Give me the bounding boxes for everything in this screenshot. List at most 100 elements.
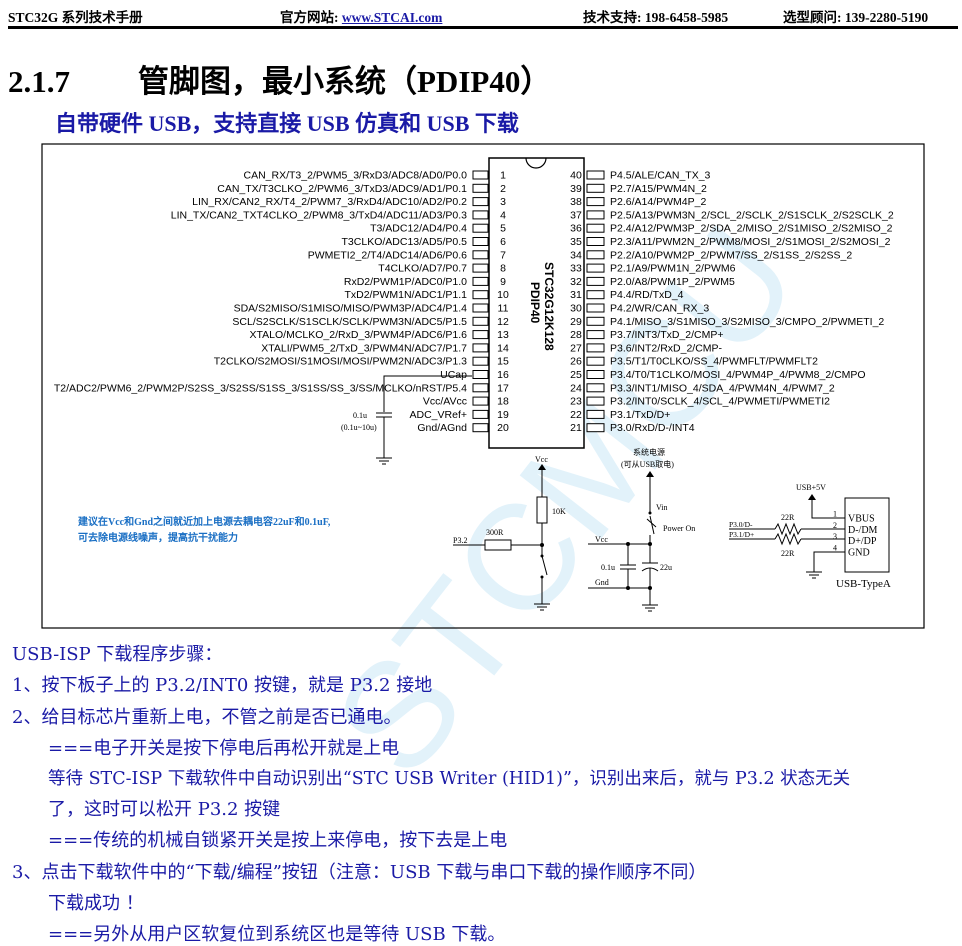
r22a-label: 22R [781, 513, 795, 522]
diagram-frame [41, 143, 925, 629]
pin-4: LIN_TX/CAN2_TXT4CLKO_2/PWM8_3/TxD4/ADC11… [171, 209, 506, 221]
usb-pin-number: 4 [833, 543, 837, 552]
pin-number: 5 [500, 223, 506, 235]
pin-label: P2.5/A13/PWM3N_2/SCL_2/SCLK_2/S1SCLK_2/S… [610, 209, 894, 221]
step-2-note-4: ===传统的机械自锁紧开关是按上来停电，按下去是上电 [48, 830, 508, 851]
pin-number: 12 [497, 316, 509, 328]
pin-pad [472, 396, 489, 406]
pin-5: T3/ADC12/AD4/P0.4 5 [370, 223, 506, 235]
pin-number: 15 [497, 356, 509, 368]
pin-number: 25 [570, 369, 582, 381]
pin-pad [586, 237, 605, 246]
pin-number: 6 [500, 236, 506, 248]
pin-pad [586, 276, 605, 286]
decoupling-note-2: 可去除电源线噪声，提高抗干扰能力 [78, 531, 238, 544]
ucap-capacitor [376, 375, 472, 465]
pin-label: PWMETI2_2/T4/ADC14/AD6/P0.6 [308, 249, 467, 261]
usb-pin-number: 2 [833, 521, 837, 530]
power-on-label: Power On [663, 524, 695, 533]
pin-27: 27 P3.6/INT2/RxD_2/CMP- [570, 342, 722, 354]
pin-label: P2.4/A12/PWM3P_2/SDA_2/MISO_2/S1MISO_2/S… [610, 223, 893, 235]
pin-number: 32 [570, 276, 582, 288]
ucap-value: 0.1u [353, 411, 367, 420]
usb-pin-number: 1 [833, 510, 837, 519]
pin-number: 35 [570, 236, 582, 248]
pin-3: LIN_RX/CAN2_RX/T4_2/PWM7_3/RxD4/ADC10/AD… [192, 196, 506, 208]
usb-pin-label: D-/DM [848, 525, 878, 536]
pin-number: 40 [570, 170, 582, 182]
pin-pad [472, 370, 489, 379]
pin-number: 37 [570, 209, 582, 221]
chip-package: PDIP40 [528, 282, 542, 324]
system-power-note: (可从USB取电) [621, 459, 674, 469]
usb5v-arrow [808, 494, 816, 500]
pin-pad [586, 356, 605, 366]
pin-number: 39 [570, 183, 582, 195]
subtitle: 自带硬件 USB，支持直接 USB 仿真和 USB 下载 [55, 111, 519, 136]
pin-label: Vcc/AVcc [423, 396, 467, 408]
step-2-note-1: ===电子开关是按下停电后再松开就是上电 [48, 738, 400, 759]
pin-label: TxD2/PWM1N/ADC1/P1.1 [344, 289, 467, 301]
pin-pad [586, 383, 605, 393]
pin-number: 21 [570, 422, 582, 434]
vcc-arrow [538, 464, 546, 470]
pin-number: 4 [500, 209, 506, 221]
pin-number: 28 [570, 329, 582, 341]
website-link[interactable]: www.STCAI.com [341, 10, 443, 25]
pin-number: 3 [500, 196, 506, 208]
pin-label: P3.7/INT3/TxD_2/CMP+ [610, 329, 724, 341]
pin-label: P2.3/A11/PWM2N_2/PWM8/MOSI_2/S1MOSI_2/S2… [610, 236, 891, 248]
pin-label: SCL/S2SCLK/S1SCLK/SCLK/PWM3N/ADC5/P1.5 [232, 316, 467, 328]
pin-label: P3.5/T1/T0CLKO/SS_4/PWMFLT/PWMFLT2 [610, 356, 818, 368]
pin-label: T2CLKO/S2MOSI/S1MOSI/MOSI/PWM2N/ADC3/P1.… [214, 356, 467, 368]
pin-pad [586, 183, 605, 193]
pin-number: 13 [497, 329, 509, 341]
pin-pad [586, 396, 605, 406]
pin-39: 39 P2.7/A15/PWM4N_2 [570, 183, 707, 195]
pin-28: 28 P3.7/INT3/TxD_2/CMP+ [570, 329, 723, 341]
pin-number: 30 [570, 303, 582, 315]
pin-pad [586, 316, 605, 326]
pin-number: 26 [570, 356, 582, 368]
pin-number: 2 [500, 183, 506, 195]
pin-pad [586, 343, 605, 353]
steps-heading: USB-ISP 下载程序步骤： [12, 644, 223, 665]
pin-label: P3.4/T0/T1CLKO/MOSI_4/PWM4P_4/PWM8_2/CMP… [610, 369, 866, 381]
pin-label: ADC_VRef+ [410, 409, 467, 421]
pin-pad [472, 316, 489, 326]
step-2-note-3: 了，这时可以松开 P3.2 按键 [48, 799, 281, 820]
pin-label: T3CLKO/ADC13/AD5/P0.5 [342, 236, 468, 248]
gnd-label: Gnd [595, 578, 609, 587]
system-power-label: 系统电源 [633, 447, 665, 457]
section-number: 2.1.7 [8, 64, 70, 99]
pin-label: T3/ADC12/AD4/P0.4 [370, 223, 467, 235]
pin-pad [472, 330, 489, 340]
pin-number: 27 [570, 342, 582, 354]
pin-label: XTALI/PWM5_2/TxD_3/PWM4N/ADC7/P1.7 [261, 342, 467, 354]
pin-pad [586, 263, 605, 273]
pin-label: P2.0/A8/PWM1P_2/PWM5 [610, 276, 735, 288]
pin-pad [472, 170, 489, 180]
pin-pad [472, 290, 489, 300]
c2-label: 22u [660, 563, 672, 572]
decoupling-note-1: 建议在Vcc和Gnd之间就近加上电源去耦电容22uF和0.1uF, [77, 515, 331, 528]
pin-number: 38 [570, 196, 582, 208]
usb5v-label: USB+5V [796, 483, 826, 492]
power-arrow [646, 471, 654, 477]
pin-label: T4CLKO/AD7/P0.7 [378, 263, 467, 275]
pin-label: P3.3/INT1/MISO_4/SDA_4/PWM4N_4/PWM7_2 [610, 382, 835, 394]
pin-label: P2.7/A15/PWM4N_2 [610, 183, 707, 195]
step-2: 2、给目标芯片重新上电，不管之前是否已通电。 [12, 707, 402, 728]
pin-label: P3.6/INT2/RxD_2/CMP- [610, 342, 723, 354]
pin-number: 14 [497, 342, 509, 354]
